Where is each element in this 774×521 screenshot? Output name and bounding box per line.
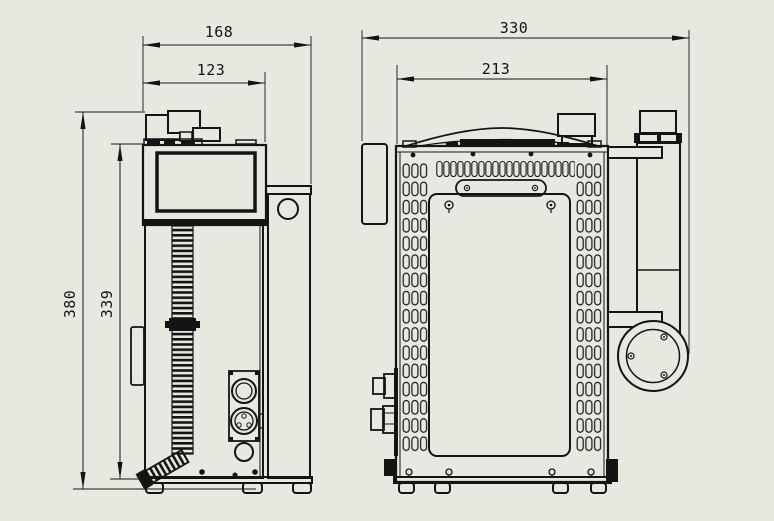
dim-front-body-width: 213: [397, 60, 607, 82]
aux-port: [234, 442, 254, 462]
dim-side-overall-width: 168: [143, 23, 311, 48]
column-ledge: [265, 185, 312, 195]
head-bottom-flange: [143, 219, 266, 225]
upper-arm: [607, 146, 663, 159]
side-view: [130, 110, 313, 494]
panel-screws: [444, 200, 556, 213]
side-base-rail: [142, 476, 313, 484]
foot: [590, 482, 607, 494]
side-knob-upper: [372, 373, 398, 399]
lift-rack: [165, 225, 200, 455]
display-screen: [155, 151, 257, 213]
dim-front-overall-width: 330: [362, 19, 689, 41]
dim-side-overall-height: 380: [61, 112, 86, 489]
top-box: [557, 113, 596, 137]
front-base-rail: [393, 476, 612, 484]
side-clamp-block: [130, 326, 145, 386]
vent-column-right: [576, 162, 602, 453]
foot: [398, 482, 415, 494]
access-panel: [428, 193, 571, 457]
foot: [292, 482, 312, 494]
rack-carriage: [169, 318, 196, 331]
side-column: [267, 193, 311, 479]
column-hole: [277, 198, 299, 220]
dimensions: 168 123 330 213 380: [61, 19, 690, 490]
dim-side-body-height: 339: [98, 144, 123, 479]
dim-label: 213: [482, 60, 511, 78]
side-top-blocks: [143, 110, 257, 146]
right-column-assembly: [607, 110, 689, 392]
top-block-d: [192, 127, 221, 142]
mount-bracket: [455, 179, 547, 197]
dim-label: 339: [98, 290, 116, 319]
front-view: [361, 110, 689, 494]
foot: [434, 482, 451, 494]
top-right-tab: [235, 139, 257, 145]
foot: [242, 482, 263, 494]
side-knob-lower: [370, 405, 398, 434]
dim-label: 380: [61, 290, 79, 319]
left-tab: [384, 459, 396, 476]
foot: [145, 482, 164, 494]
connector-panel: [228, 370, 264, 442]
dim-label: 168: [205, 23, 234, 41]
vent-column-left: [402, 162, 428, 453]
dim-side-head-width: 123: [143, 61, 265, 86]
head-unit: [141, 143, 268, 227]
power-connector: [230, 407, 258, 435]
side-body: [144, 224, 264, 479]
vent-row-top: [436, 160, 575, 178]
right-column: [636, 142, 681, 334]
rotary-flange: [617, 320, 689, 392]
round-connector: [231, 378, 257, 404]
dim-label: 123: [197, 61, 226, 79]
front-left-plate: [361, 143, 388, 225]
foot: [552, 482, 569, 494]
dim-label: 330: [500, 19, 529, 37]
top-screws: [410, 151, 593, 158]
column-top-box: [639, 110, 677, 134]
